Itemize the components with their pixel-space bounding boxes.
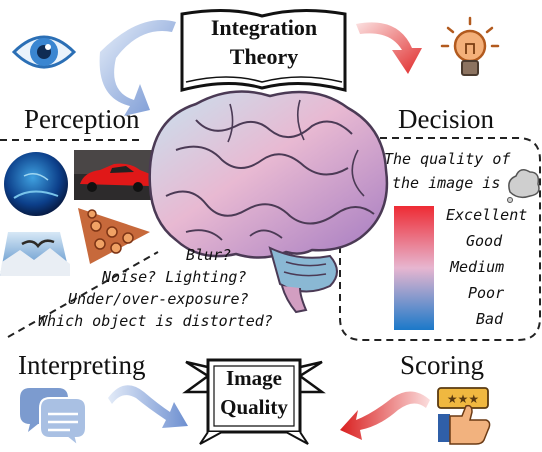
quality-level-poor: Poor [468, 284, 505, 302]
decision-prompt-line2: the image is [392, 174, 501, 192]
arrow-interpreting-to-quality [108, 385, 188, 428]
stage-label-scoring: Scoring [400, 350, 484, 380]
stage-label-perception: Perception [24, 104, 140, 134]
svg-text:★★★: ★★★ [447, 392, 479, 406]
flying-bird-photo [0, 232, 70, 276]
decision-prompt-line1: The quality of [384, 150, 511, 168]
theory-title-line1: Integration [210, 15, 318, 40]
ocean-sphere-photo [4, 152, 68, 216]
thinking-cloud-icon [507, 169, 540, 203]
red-car-photo [74, 150, 154, 200]
quality-level-bad: Bad [476, 310, 504, 328]
question-blur: Blur? [186, 246, 232, 264]
output-title-line2: Quality [220, 395, 288, 419]
question-distorted-object: Which object is distorted? [38, 312, 273, 330]
brain-illustration [148, 90, 389, 314]
eye-icon [11, 35, 77, 69]
stage-label-interpreting: Interpreting [18, 350, 146, 380]
quality-scale-bar [394, 206, 434, 330]
quality-level-medium: Medium [450, 258, 505, 276]
rating-thumbs-up-icon: ★★★ [437, 387, 491, 445]
quality-level-excellent: Excellent [446, 206, 528, 224]
question-noise-lighting: Noise? Lighting? [102, 268, 247, 286]
decision-dashed-box [339, 137, 541, 341]
theory-title-line2: Theory [229, 44, 299, 69]
integration-theory-banner [180, 8, 347, 92]
arrow-perception-to-theory [99, 20, 176, 116]
arrow-scoring-to-quality [340, 391, 430, 440]
stage-label-decision: Decision [398, 104, 494, 134]
questions-divider-line [7, 251, 159, 338]
output-title-line1: Image [226, 366, 282, 390]
lightbulb-icon [440, 16, 500, 76]
image-quality-banner [182, 358, 326, 445]
question-exposure: Under/over-exposure? [68, 290, 249, 308]
quality-level-good: Good [466, 232, 503, 250]
orange-texture-photo [78, 208, 150, 264]
chat-bubbles-icon [20, 388, 87, 449]
arrow-theory-to-decision [356, 22, 422, 74]
